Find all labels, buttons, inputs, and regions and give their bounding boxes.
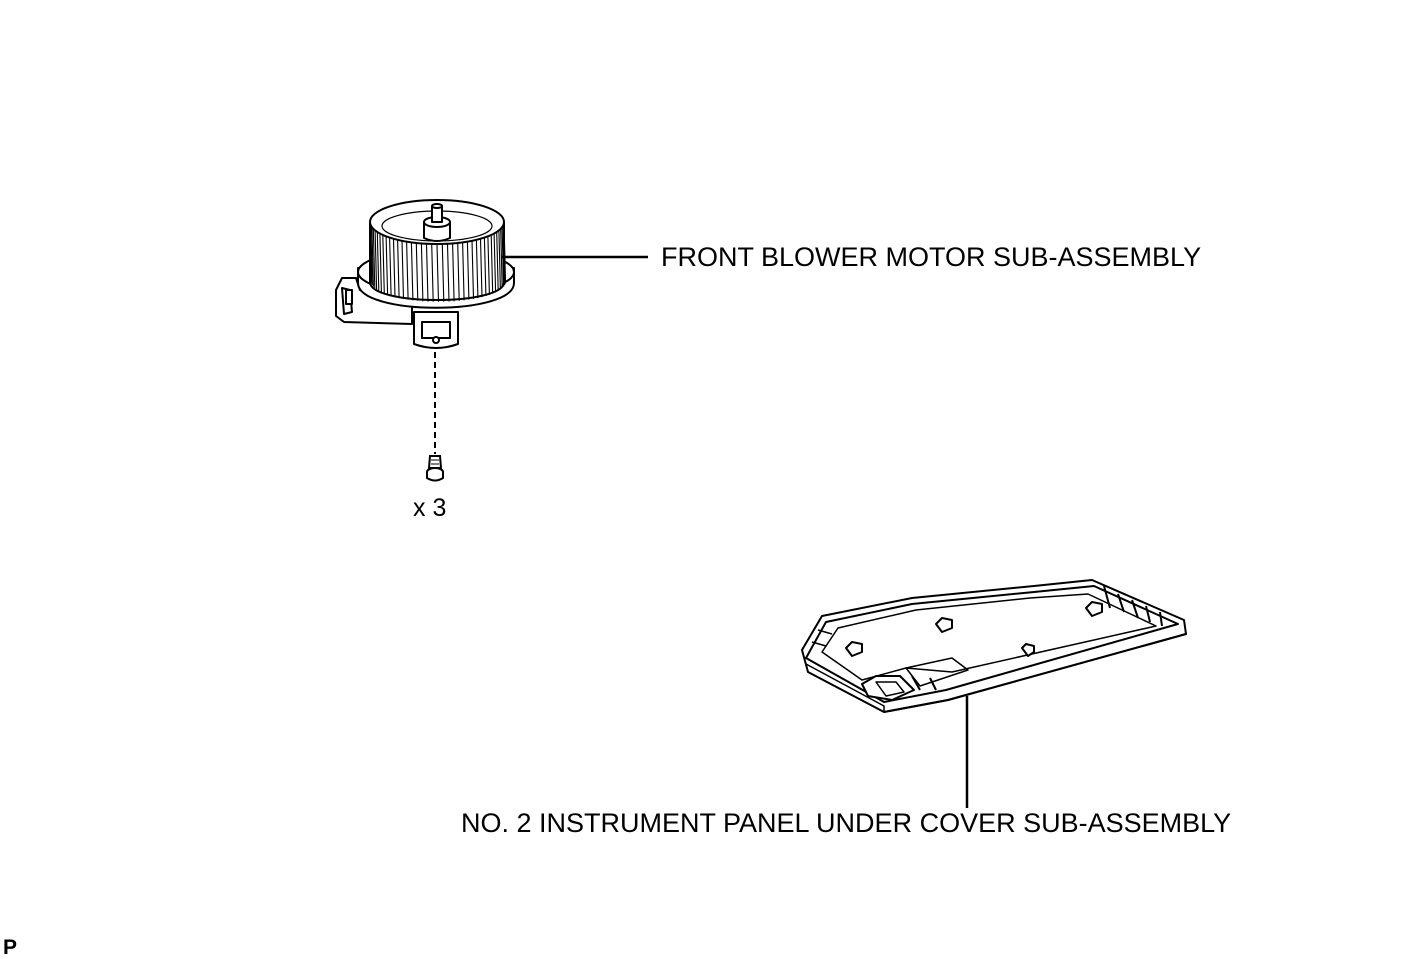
fan-blade — [385, 236, 389, 295]
fan-blade — [371, 227, 374, 287]
fan-blade — [382, 234, 385, 294]
fan-blade — [493, 233, 497, 293]
fan-blade — [502, 225, 506, 286]
fan-blade — [410, 242, 414, 301]
fan-blade — [441, 243, 445, 302]
fan-blade — [397, 239, 400, 299]
fan-blade — [376, 231, 380, 292]
fan-blade — [389, 237, 392, 297]
fan-blade — [425, 243, 429, 302]
fan-blade — [457, 242, 460, 301]
fan-blade — [479, 238, 483, 298]
blower-motor-illustration — [335, 199, 515, 349]
fan-blade — [475, 239, 479, 299]
fan-blade — [401, 240, 405, 299]
figure-code-label: P — [3, 936, 18, 959]
fan-blade — [500, 228, 503, 289]
fan-blade — [369, 223, 373, 284]
fan-blade — [370, 225, 373, 286]
fan-blade — [452, 243, 455, 302]
fan-blade — [446, 243, 450, 302]
screw-icon — [426, 455, 444, 482]
fan-blade — [415, 242, 419, 301]
fan-blade — [498, 230, 501, 290]
fan-blade — [379, 233, 382, 293]
fan-blade — [487, 236, 490, 295]
fan-blade — [471, 240, 475, 299]
under-cover-illustration — [801, 579, 1187, 713]
fan-blade — [483, 237, 487, 297]
fan-blade — [436, 243, 440, 302]
fan-blade — [490, 234, 494, 294]
fan-blade — [496, 231, 499, 292]
fan-blade — [431, 243, 434, 302]
fan-blade — [392, 238, 396, 298]
fan-blade — [420, 243, 424, 302]
fan-blade — [466, 241, 470, 300]
fan-blade — [374, 230, 378, 290]
fan-blade — [406, 241, 409, 300]
fan-blade — [462, 242, 465, 301]
fan-blade — [503, 221, 507, 283]
under-cover-label: NO. 2 INSTRUMENT PANEL UNDER COVER SUB-A… — [461, 808, 1232, 838]
blower-motor-label: FRONT BLOWER MOTOR SUB-ASSEMBLY — [661, 242, 1202, 272]
fan-blade — [372, 228, 376, 289]
screw-quantity-label: x 3 — [413, 494, 447, 522]
